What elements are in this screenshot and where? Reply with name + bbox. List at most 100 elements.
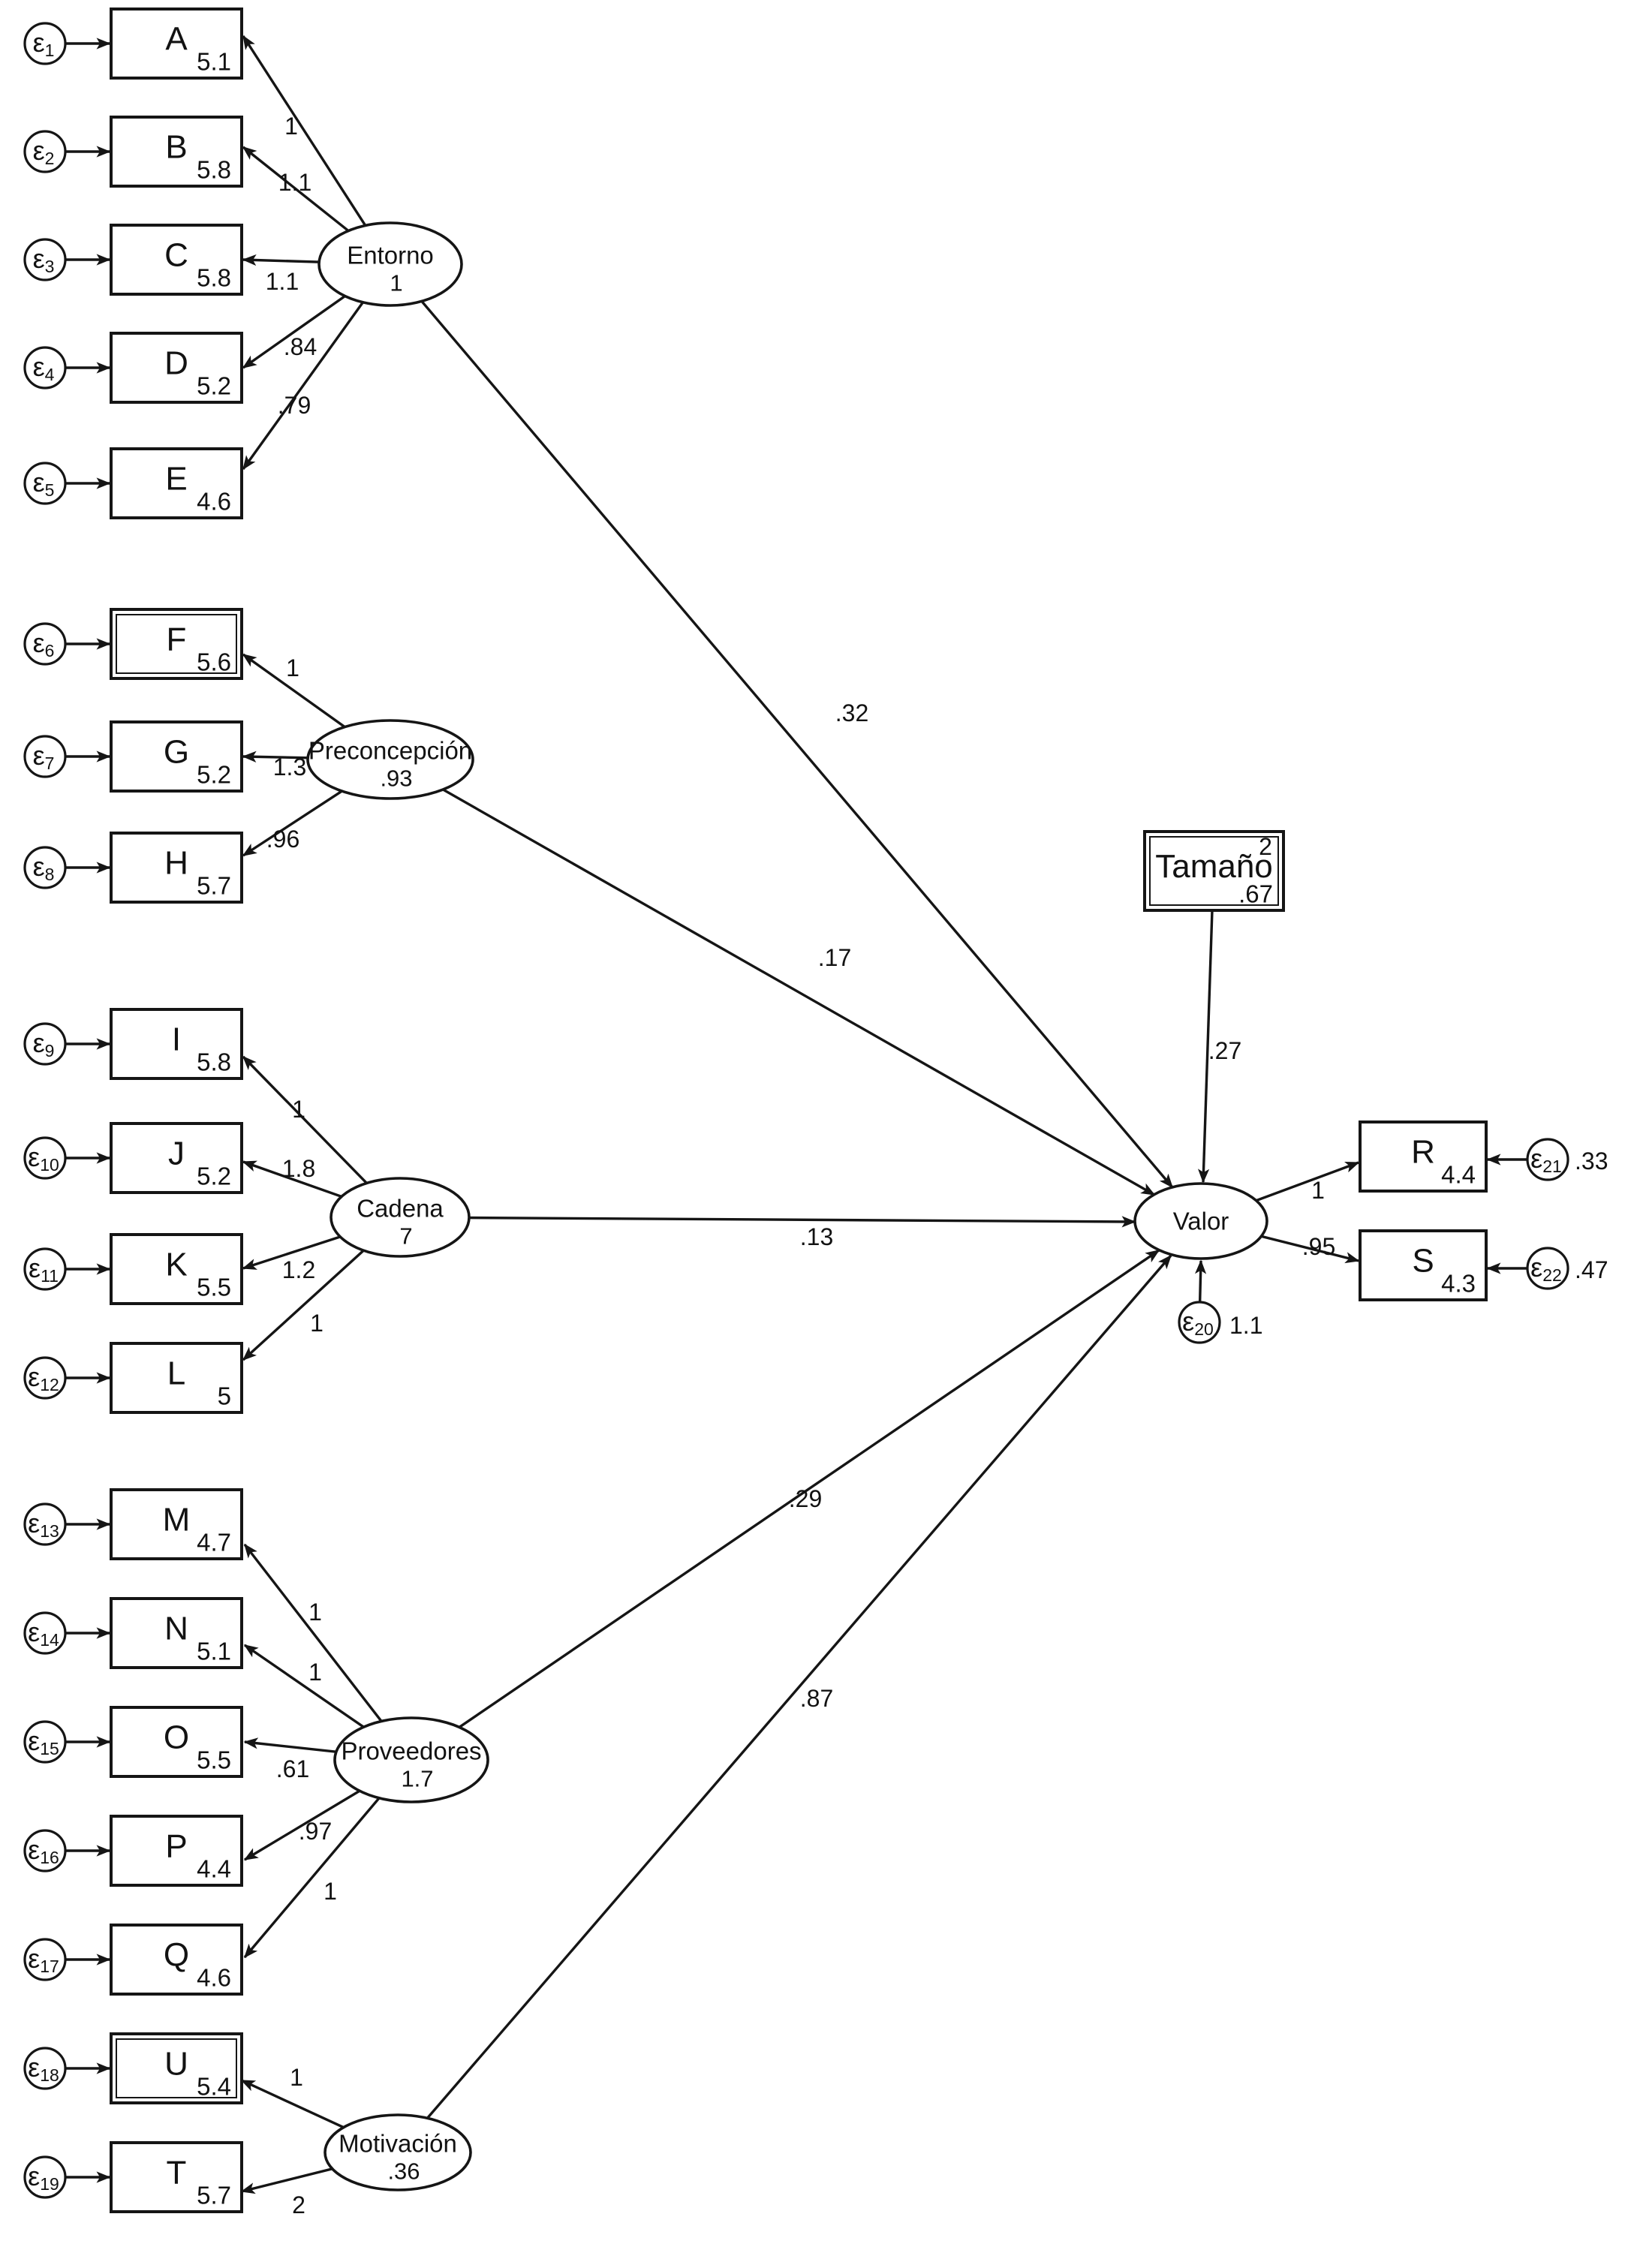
error-term-e6 [23,622,67,666]
coefficient-label: .13 [800,1223,833,1250]
coefficient-label: .95 [1302,1233,1335,1260]
box-value-R: 4.4 [1441,1161,1476,1189]
latent-label-cadena: Cadena [357,1195,444,1223]
box-label-F: F [167,621,187,658]
arrow-entorno-valor [389,263,1174,1189]
indicator-box-J [110,1122,243,1194]
box-value-Q: 4.6 [197,1964,231,1992]
latent-value-cadena: 7 [399,1223,412,1250]
error-label-e22: ε22 [1530,1252,1562,1286]
error-label-e21: ε21 [1530,1143,1562,1177]
box-value-U: 5.4 [197,2073,231,2101]
indicator-box-B [110,116,243,188]
box-label-Q: Q [164,1937,189,1974]
error-term-e9 [23,1022,67,1066]
error-label-e1: ε1 [33,27,55,61]
indicator-box-M [110,1488,243,1560]
box-label-M: M [163,1502,191,1539]
coefficient-label: .96 [266,826,299,853]
error-label-e7: ε7 [33,740,55,774]
box-label-P: P [165,1828,187,1865]
latent-label-valor: Valor [1173,1208,1229,1235]
box-label-U: U [164,2046,188,2083]
box-value-N: 5.1 [197,1638,231,1665]
coefficient-label: .17 [818,944,851,971]
error-label-e4: ε4 [33,351,55,385]
error-term-e11 [23,1247,67,1291]
indicator-box-R [1359,1120,1488,1193]
coefficient-label: .84 [284,333,317,360]
arrow-proveedores-valor [411,1249,1160,1761]
error-term-e5 [23,462,67,505]
coefficient-label: 1 [323,1878,337,1905]
error-label-e11: ε11 [29,1253,59,1286]
box-label-N: N [164,1611,188,1647]
coefficient-label: .97 [299,1818,332,1845]
box-value-tamano: .67 [1238,880,1273,908]
indicator-box-Q [110,1924,243,1996]
error-term-e1 [23,22,67,65]
error-label-e9: ε9 [33,1027,55,1061]
box-label-K: K [165,1247,187,1283]
box-label-tamano: Tamaño [1155,848,1273,885]
latent-value-preconcepcion: .93 [380,766,412,792]
indicator-box-F [110,608,243,680]
box-value-E: 4.6 [197,488,231,516]
text-layer: ε1ε2ε3ε4ε5ε6ε7ε8ε9ε10ε11ε12ε13ε14ε15ε16ε… [28,21,1608,2219]
coefficient-label: 1.1 [266,268,299,295]
indicator-box-N [110,1597,243,1669]
error-value-e20: 1.1 [1229,1312,1262,1339]
box-value-H: 5.7 [197,872,231,900]
arrow-tamano-valor [1197,910,1214,1184]
error-term-e13 [23,1502,67,1546]
indicator-box-T [110,2141,243,2213]
latent-label-preconcepcion: Preconcepción [308,737,472,765]
indicator-box-U [110,2032,243,2104]
box-label-E: E [165,461,187,498]
latent-cadena [330,1177,471,1258]
error-term-e20 [1178,1301,1221,1344]
arrow-preconcepcion-valor [390,758,1156,1196]
indicator-box-S [1359,1229,1488,1301]
latent-label-proveedores: Proveedores [341,1737,481,1765]
box-value-P: 4.4 [197,1855,231,1883]
arrow-motivacion-valor [396,1254,1172,2154]
error-label-e18: ε18 [28,2052,59,2086]
error-term-e7 [23,735,67,778]
box-label-C: C [164,237,188,274]
error-label-e2: ε2 [33,135,55,169]
coefficient-label: .79 [278,392,311,419]
coefficient-label: 1 [284,113,298,140]
coefficient-label: 1 [292,1096,305,1123]
box-label-G: G [164,734,189,771]
box-label-R: R [1411,1134,1435,1171]
indicator-box-D [110,332,243,404]
error-term-e16 [23,1829,67,1872]
box-label-O: O [164,1719,189,1756]
error-value-e22: .47 [1575,1256,1608,1283]
error-term-e2 [23,130,67,173]
indicator-box-L [110,1342,243,1414]
node-shapes-layer [23,8,1569,2213]
error-label-e12: ε12 [28,1361,59,1395]
indicator-box-inner-F [116,614,237,674]
arrow-cadena-valor [399,1216,1136,1228]
error-label-e8: ε8 [33,851,55,885]
coefficient-label: .27 [1208,1037,1241,1064]
coefficient-label: 1 [308,1599,322,1626]
indicator-box-tamano [1143,830,1285,912]
error-value-e21: .33 [1575,1148,1608,1175]
error-label-e6: ε6 [33,627,55,661]
box-label-B: B [165,129,187,166]
error-label-e5: ε5 [33,467,55,501]
box-label-T: T [167,2155,187,2191]
error-term-e21 [1526,1138,1569,1181]
coefficient-label: 1 [308,1659,322,1686]
box-value-F: 5.6 [197,648,231,676]
indicator-box-I [110,1008,243,1080]
box-value-D: 5.2 [197,372,231,400]
box-value-L: 5 [218,1382,231,1410]
indicator-box-A [110,8,243,80]
connector-lines-layer [45,35,1548,2194]
